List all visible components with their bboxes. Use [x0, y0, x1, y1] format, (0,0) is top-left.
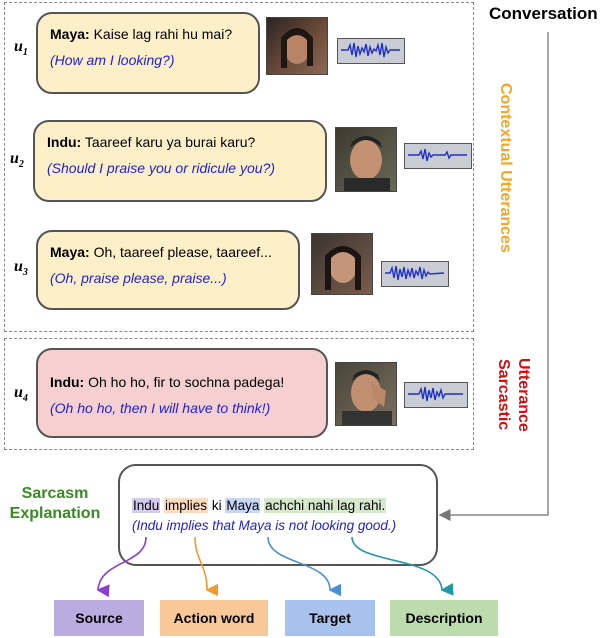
action-word-tag: Action word — [160, 600, 268, 636]
audio-waveform-icon — [381, 261, 449, 287]
utterance-bubble-2: Indu: Taareef karu ya burai karu? (Shoul… — [33, 120, 327, 202]
explanation-box: Indu implies ki Maya achchi nahi lag rah… — [118, 464, 438, 566]
description-tag: Description — [390, 600, 498, 636]
audio-waveform-icon — [337, 38, 405, 64]
explanation-translation: (Indu implies that Maya is not looking g… — [132, 518, 397, 533]
audio-waveform-icon — [404, 382, 468, 408]
maya-face-image-1 — [266, 17, 328, 75]
action-span: implies — [164, 498, 209, 513]
utterance-bubble-4: Indu: Oh ho ho, fir to sochna padega! (O… — [36, 348, 328, 438]
utterance-id-4: u4 — [14, 384, 28, 405]
utterance-bubble-3: Maya: Oh, taareef please, taareef... (Oh… — [36, 230, 300, 310]
utterance-id-2: u2 — [10, 150, 24, 171]
contextual-utterances-box — [4, 2, 474, 332]
audio-waveform-icon — [404, 143, 472, 169]
sarcastic-utterance-label: Sarcastic Utterance — [495, 358, 532, 432]
sarcastic-utterance-box — [4, 338, 474, 450]
target-tag: Target — [285, 600, 375, 636]
maya-face-image-3 — [311, 233, 373, 295]
target-span: Maya — [225, 498, 261, 513]
sarcasm-explanation-label: Sarcasm Explanation — [9, 485, 101, 522]
utterance-bubble-1: Maya: Kaise lag rahi hu mai? (How am I l… — [36, 12, 260, 94]
indu-face-image-2 — [335, 127, 397, 192]
source-tag: Source — [54, 600, 144, 636]
conversation-title: Conversation — [489, 4, 598, 23]
indu-face-image-4 — [335, 362, 397, 426]
source-span: Indu — [132, 498, 161, 513]
utterance-id-3: u3 — [14, 258, 28, 279]
utterance-id-1: u1 — [14, 38, 28, 59]
contextual-utterances-label: Contextual Utterances — [497, 82, 514, 253]
description-span: achchi nahi lag rahi. — [264, 498, 387, 513]
